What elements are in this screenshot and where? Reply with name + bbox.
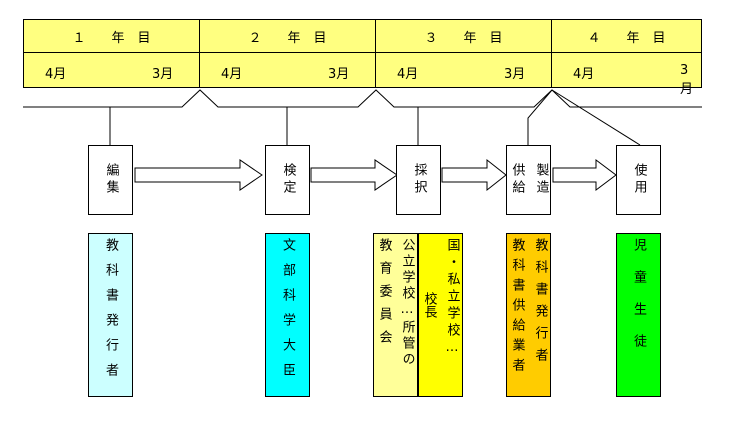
year-cell-1: １ 年 目 [23,19,200,53]
month-cell-1: 4月 3月 [23,52,200,88]
stage-supply: 供給 製造 [506,145,551,215]
actor-students: 児 童 生 徒 [616,233,661,397]
actor-supplier: 教科書供給業者 教科書発行者 [506,233,551,397]
actor-students-label: 児 童 生 徒 [631,238,646,350]
actor-publisher-label: 教科書発行者 [103,238,118,388]
actor-supplier-label-a: 教科書供給業者 [509,238,525,378]
stage-inspect-label: 検定 [280,163,296,197]
arrow-supply-to-use [552,159,617,191]
end-month-3: 3月 [504,67,526,82]
start-month-4: 4月 [573,67,595,82]
connector-supply [527,89,553,145]
stage-edit: 編集 [88,145,133,215]
actor-principal-label-a: 国・私立学校… [444,238,460,359]
stage-inspect: 検定 [265,145,310,215]
arrow-adopt-to-supply [441,158,507,192]
stage-supply-label-a: 供給 [509,163,525,197]
year-cell-3: ３ 年 目 [375,19,552,53]
actor-board: 教育委員会 公立学校…所管の [373,233,418,397]
stage-adopt-label: 採択 [411,163,427,197]
month-cell-4: 4月 3月 [551,52,702,97]
actor-minister-label: 文部科学大臣 [280,238,295,388]
stage-supply-label-b: 製造 [533,163,549,197]
stage-edit-label: 編集 [103,163,119,197]
actor-principal: 校長 国・私立学校… [418,233,463,397]
arrow-inspect-to-adopt [310,159,398,191]
stage-use-label: 使用 [631,163,647,197]
end-month-1: 3月 [152,67,174,82]
actor-board-label-a: 教育委員会 [376,238,392,353]
arrow-edit-to-inspect [134,159,263,191]
start-month-2: 4月 [221,67,243,82]
actor-publisher: 教科書発行者 [88,233,133,397]
start-month-1: 4月 [45,67,67,82]
month-cell-3: 4月 3月 [375,52,552,88]
start-month-3: 4月 [397,67,419,82]
stage-adopt: 採択 [396,145,441,215]
month-cell-2: 4月 3月 [199,52,376,88]
actor-minister: 文部科学大臣 [265,233,310,397]
actor-principal-label-b: 校長 [421,292,437,318]
end-month-4: 3月 [680,63,694,97]
stage-use: 使用 [616,145,661,215]
timeline-line [23,89,702,108]
end-month-2: 3月 [328,67,350,82]
connector-use [551,89,641,146]
actor-supplier-label-b: 教科書発行者 [532,238,548,370]
actor-board-label-b: 公立学校…所管の [399,238,415,368]
